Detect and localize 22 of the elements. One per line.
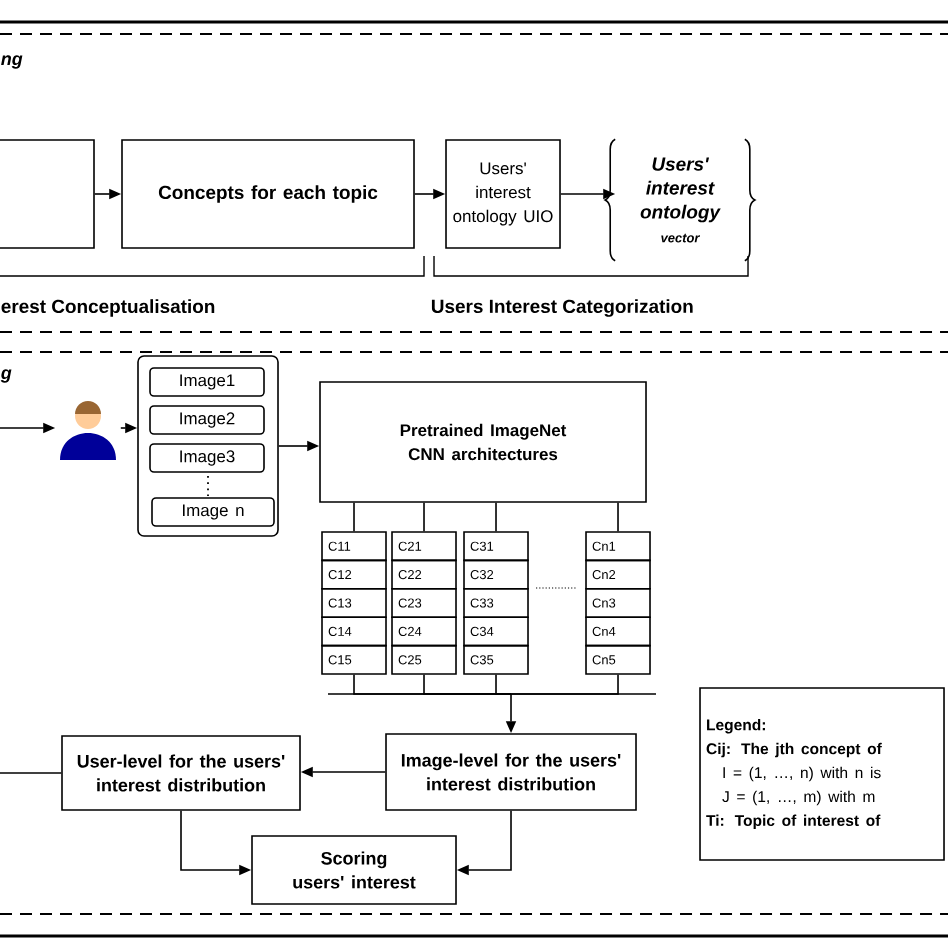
connector-line xyxy=(617,502,619,532)
image-box: Image n xyxy=(151,497,275,527)
process-box xyxy=(0,139,95,249)
connector-line xyxy=(353,502,355,532)
section-label: Users Interest Categorization xyxy=(431,299,693,317)
connector-line xyxy=(495,502,497,532)
process-box: Image-level for the users' interest distribution xyxy=(385,733,637,811)
section-label: g xyxy=(0,369,12,383)
image-box: Image1 xyxy=(149,367,265,397)
image-box: Image3 xyxy=(149,443,265,473)
section-label: ng xyxy=(1,55,23,69)
image-list-frame xyxy=(137,355,279,537)
person-icon xyxy=(60,401,116,460)
process-box: Pretrained ImageNet CNN architectures xyxy=(319,381,647,503)
process-box: Scoring users' interest xyxy=(251,835,457,905)
connector-line xyxy=(423,502,425,532)
process-box: Users' interest ontology UIO xyxy=(445,139,561,249)
image-box: Image2 xyxy=(149,405,265,435)
process-box: User-level for the users' interest distribution xyxy=(61,735,301,811)
process-box: Concepts for each topic xyxy=(121,139,415,249)
section-label: erest Conceptualisation xyxy=(1,299,215,317)
connector-line xyxy=(0,772,62,774)
